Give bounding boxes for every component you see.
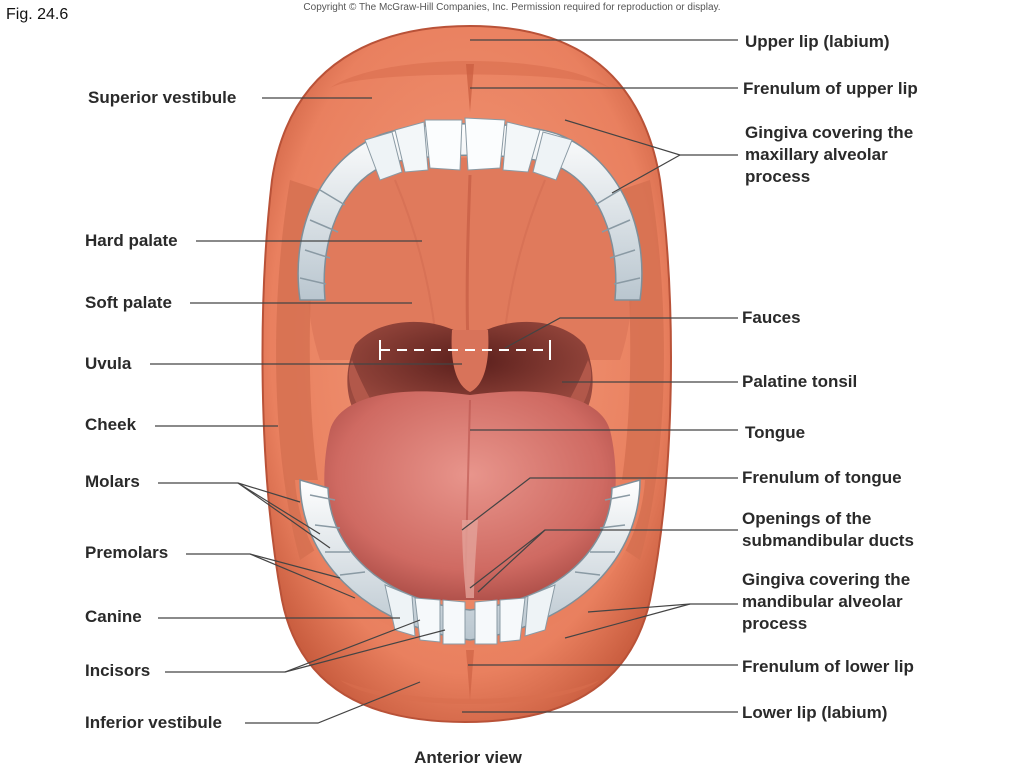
label-gingiva-maxillary-line3: process: [745, 167, 811, 186]
label-lower-lip: Lower lip (labium): [742, 703, 888, 722]
label-gingiva-mandibular-line2: mandibular alveolar: [742, 592, 903, 611]
label-canine: Canine: [85, 607, 142, 626]
label-hard-palate: Hard palate: [85, 231, 178, 250]
palate: [307, 157, 633, 360]
label-gingiva-maxillary-line2: maxillary alveolar: [745, 145, 888, 164]
label-frenulum-tongue: Frenulum of tongue: [742, 468, 902, 487]
tongue: [324, 391, 616, 601]
label-soft-palate: Soft palate: [85, 293, 172, 312]
label-molars: Molars: [85, 472, 140, 491]
label-gingiva-maxillary-line1: Gingiva covering the: [745, 123, 914, 142]
label-palatine-tonsil: Palatine tonsil: [742, 372, 858, 391]
lower-teeth: [299, 479, 641, 645]
label-frenulum-lower-lip: Frenulum of lower lip: [742, 657, 914, 676]
upper-teeth: [297, 117, 643, 301]
label-tongue: Tongue: [745, 423, 806, 442]
uvula: [451, 330, 489, 392]
label-gingiva-mandibular-line1: Gingiva covering the: [742, 570, 911, 589]
leader-lines-right: [461, 39, 738, 713]
label-uvula: Uvula: [85, 354, 132, 373]
copyright-notice: Copyright © The McGraw-Hill Companies, I…: [303, 2, 721, 13]
label-upper-lip: Upper lip (labium): [745, 32, 890, 51]
label-premolars: Premolars: [85, 543, 169, 562]
figure-number: Fig. 24.6: [6, 6, 69, 23]
label-submandibular-line2: submandibular ducts: [742, 531, 914, 550]
label-fauces: Fauces: [742, 308, 801, 327]
label-incisors: Incisors: [85, 661, 151, 680]
label-cheek: Cheek: [85, 415, 137, 434]
label-superior-vestibule: Superior vestibule: [88, 88, 237, 107]
label-submandibular-line1: Openings of the: [742, 509, 872, 528]
label-inferior-vestibule: Inferior vestibule: [85, 713, 222, 732]
leader-lines-left: [150, 97, 462, 724]
label-gingiva-mandibular-line3: process: [742, 614, 808, 633]
figure-caption: Anterior view: [414, 748, 522, 767]
label-frenulum-upper-lip: Frenulum of upper lip: [743, 79, 918, 98]
